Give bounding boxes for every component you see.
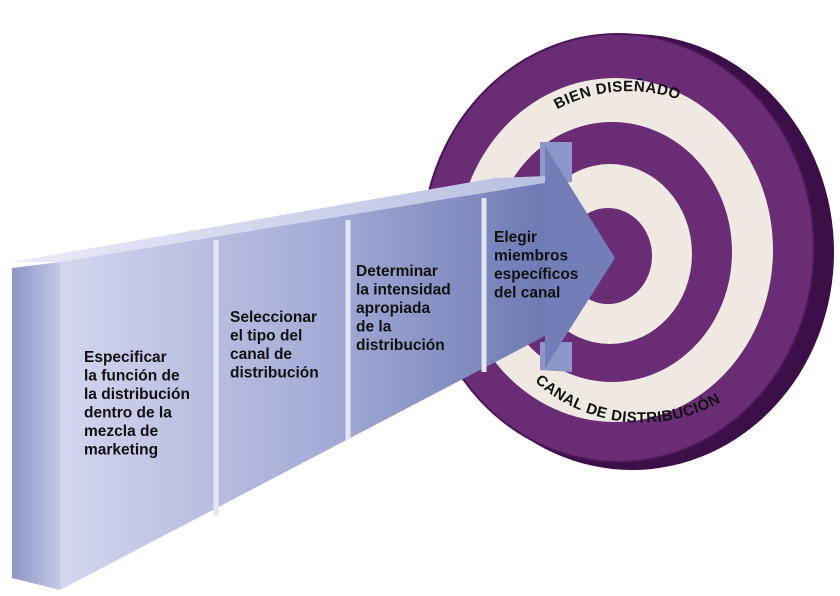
arrowhead	[545, 146, 615, 368]
step-2-text: Seleccionar el tipo del canal de distrib…	[230, 309, 321, 382]
process-arrow	[12, 142, 615, 590]
arrow-shaft	[60, 183, 545, 590]
arrow-front-face	[12, 262, 60, 590]
step-3-text: Determinar la intensidad apropiada de la…	[356, 263, 455, 354]
target	[421, 33, 834, 470]
step-1-text: Especificar la función de la distribució…	[84, 349, 194, 459]
step-4-text: Elegir miembros específicos del canal	[494, 229, 583, 302]
arrow-top-face	[12, 176, 545, 262]
